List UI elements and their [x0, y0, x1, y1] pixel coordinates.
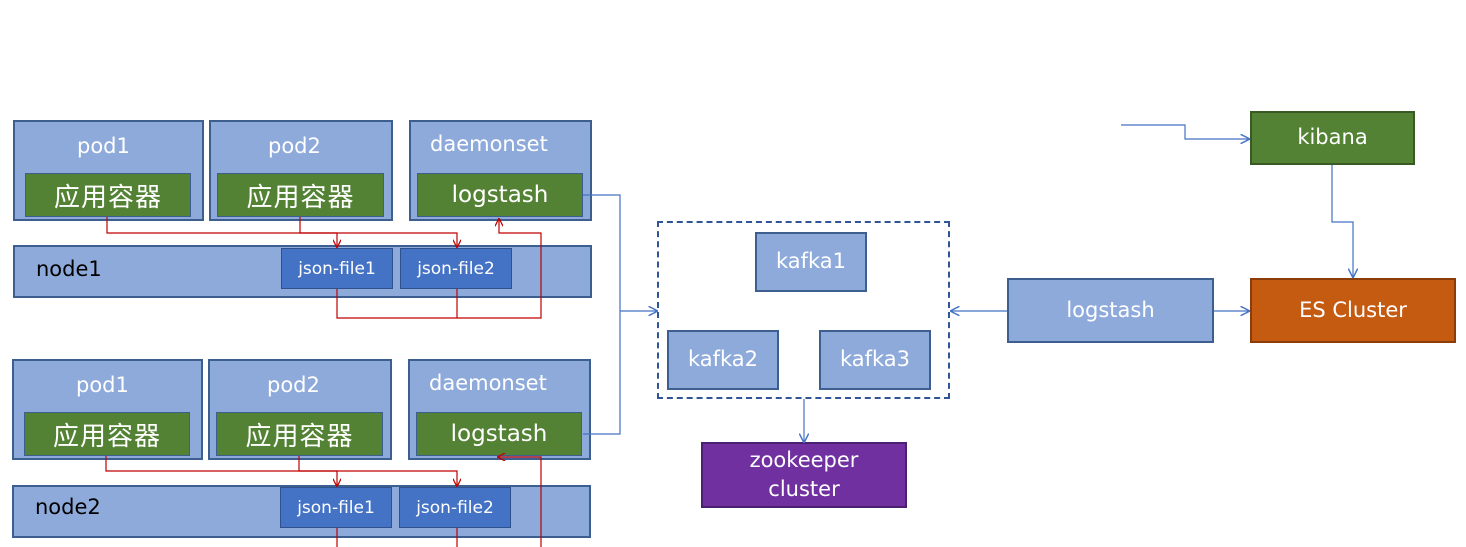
node-label: node2 — [35, 495, 101, 519]
zookeeper-cluster: zookeeper cluster — [701, 442, 907, 508]
json-file1: json-file1 — [281, 248, 393, 289]
pod-label: pod2 — [267, 373, 320, 397]
daemonset-label: daemonset — [430, 132, 548, 156]
kafka-cluster-boundary — [657, 221, 950, 399]
logstash-container: logstash — [417, 173, 583, 217]
es-cluster: ES Cluster — [1250, 278, 1456, 343]
json-file2: json-file2 — [399, 487, 511, 528]
kafka1-broker: kafka1 — [755, 232, 867, 292]
app-container: 应用容器 — [24, 412, 190, 456]
pod-label: pod2 — [268, 134, 321, 158]
json-file2: json-file2 — [400, 248, 512, 289]
app-container: 应用容器 — [217, 173, 384, 217]
daemonset-label: daemonset — [429, 371, 547, 395]
kibana: kibana — [1250, 111, 1415, 165]
logstash-container: logstash — [416, 412, 582, 456]
pod-label: pod1 — [76, 373, 129, 397]
node-label: node1 — [36, 257, 102, 281]
kafka3-broker: kafka3 — [819, 330, 931, 390]
zookeeper-line2: cluster — [768, 477, 840, 501]
json-file1: json-file1 — [280, 487, 392, 528]
zookeeper-line1: zookeeper — [749, 447, 859, 472]
app-container: 应用容器 — [25, 173, 191, 217]
kafka2-broker: kafka2 — [667, 330, 779, 390]
app-container: 应用容器 — [216, 412, 383, 456]
logstash-central: logstash — [1007, 278, 1214, 343]
pod-label: pod1 — [77, 134, 130, 158]
